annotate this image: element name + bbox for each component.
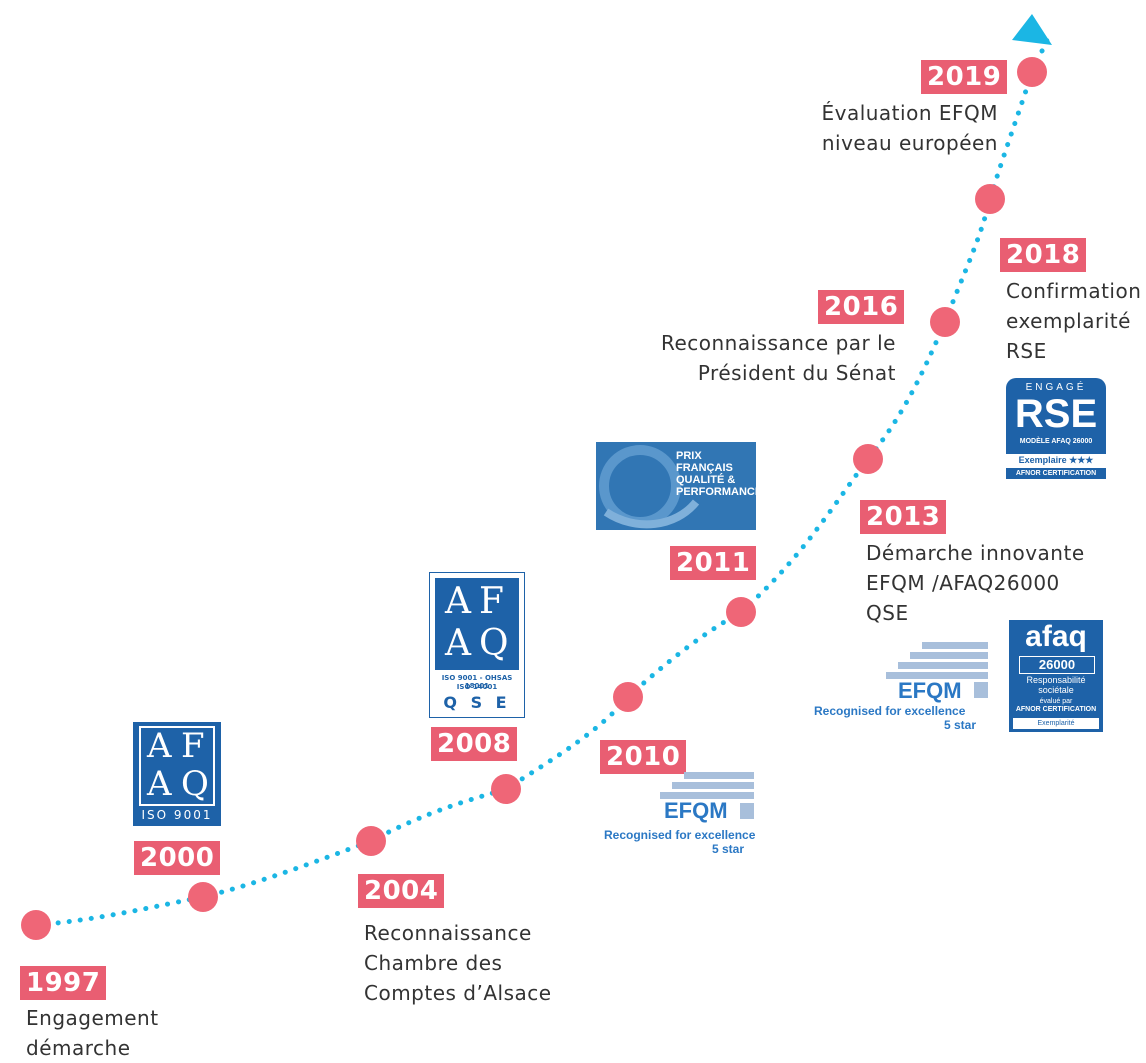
year-badge-2004: 2004 bbox=[358, 874, 445, 908]
milestone-text-2004: Reconnaissance Chambre des Comptes d’Als… bbox=[364, 918, 552, 1008]
afaq-letter: A bbox=[445, 623, 471, 664]
afaq-qse-block: A F A Q bbox=[435, 578, 519, 670]
prix-text: PRIX FRANÇAIS QUALITÉ & PERFORMANCE bbox=[676, 450, 756, 498]
afaq-letter: Q bbox=[479, 623, 509, 664]
year-badge-2013: 2013 bbox=[860, 500, 947, 534]
afaq-letter: A bbox=[147, 764, 172, 804]
efqm-tagline: Recognised for excellence bbox=[814, 704, 966, 718]
milestone-line: Reconnaissance par le bbox=[660, 331, 896, 355]
milestone-line: niveau européen bbox=[821, 131, 998, 155]
milestone-dot-2008 bbox=[491, 774, 521, 804]
afaq-qse-standards: ISO 9001 - OHSAS 18001 bbox=[441, 674, 513, 690]
milestone-line: RSE bbox=[1006, 339, 1047, 363]
rse-exemplaire: Exemplaire ★★★ bbox=[1018, 455, 1094, 465]
year-badge-2010: 2010 bbox=[600, 740, 687, 774]
milestone-dot-2004 bbox=[356, 826, 386, 856]
year-badge-2011: 2011 bbox=[670, 546, 757, 580]
milestone-line: Chambre des bbox=[364, 951, 503, 975]
efqm-tagline: Recognised for excellence bbox=[604, 828, 756, 842]
milestone-line: Président du Sénat bbox=[697, 361, 896, 385]
rse-top: ENGAGÉ bbox=[1025, 382, 1087, 393]
afaq-line: évalué par bbox=[1039, 698, 1073, 705]
milestone-dot-2000 bbox=[188, 882, 218, 912]
milestone-dot-2019 bbox=[1017, 57, 1047, 87]
engage-rse-logo: ENGAGÉ RSE MODÈLE AFAQ 26000 Exemplaire … bbox=[1006, 378, 1106, 480]
afaq-exemplarite: Exemplarité bbox=[1013, 718, 1099, 729]
milestone-line: démarche bbox=[26, 1036, 131, 1060]
afaq-qse-standards: ISO 14001 bbox=[456, 683, 498, 691]
efqm-stars: 5 star bbox=[712, 842, 745, 856]
milestone-line: Reconnaissance bbox=[364, 921, 532, 945]
milestone-dot-2018 bbox=[975, 184, 1005, 214]
timeline-arrow-head bbox=[1012, 14, 1052, 45]
prix-line: PRIX bbox=[676, 450, 702, 462]
afaq-caption: ISO 9001 bbox=[141, 808, 213, 822]
prix-line: PERFORMANCE bbox=[676, 486, 756, 498]
milestone-text-1997: Engagement démarche bbox=[26, 1003, 159, 1063]
milestone-text-2018: Confirmation exemplarité RSE bbox=[1006, 276, 1141, 366]
year-badge-2018: 2018 bbox=[1000, 238, 1087, 272]
afaq-brand: afaq bbox=[1025, 620, 1087, 653]
milestone-dot-2011 bbox=[726, 597, 756, 627]
afaq-line: Responsabilité bbox=[1026, 675, 1086, 685]
afaq-letter: A bbox=[445, 581, 471, 622]
year-badge-2019: 2019 bbox=[921, 60, 1008, 94]
milestone-line: Démarche innovante bbox=[866, 541, 1085, 565]
year-badge-2008: 2008 bbox=[431, 727, 518, 761]
milestone-line: QSE bbox=[866, 601, 909, 625]
afaq-frame: A F A Q bbox=[139, 726, 215, 806]
efqm-square bbox=[740, 803, 754, 819]
afaq-line: AFNOR CERTIFICATION bbox=[1015, 706, 1097, 713]
milestone-dot-2016 bbox=[930, 307, 960, 337]
afaq-line: sociétale bbox=[1038, 685, 1074, 695]
afaq-iso-9001-logo: A F A Q ISO 9001 bbox=[133, 722, 221, 826]
milestone-dot-2010 bbox=[613, 682, 643, 712]
milestone-dot-1997 bbox=[21, 910, 51, 940]
milestone-text-2016: Reconnaissance par le Président du Sénat bbox=[600, 328, 896, 388]
year-badge-1997: 1997 bbox=[20, 966, 107, 1000]
milestone-line: Évaluation EFQM bbox=[821, 101, 998, 125]
afaq-26000-logo: afaq 26000 Responsabilité sociétale éval… bbox=[1009, 620, 1103, 732]
milestone-line: Comptes d’Alsace bbox=[364, 981, 552, 1005]
prix-swirl-icon bbox=[599, 445, 700, 529]
milestone-line: Engagement bbox=[26, 1006, 159, 1030]
efqm-stars: 5 star bbox=[944, 718, 977, 732]
year-badge-2000: 2000 bbox=[134, 841, 221, 875]
efqm-logo-2013: EFQM Recognised for excellence 5 star bbox=[812, 642, 992, 734]
prix-line: FRANÇAIS bbox=[676, 462, 733, 474]
milestone-line: EFQM /AFAQ26000 bbox=[866, 571, 1060, 595]
afaq-qse-logo: A F A Q ISO 9001 - OHSAS 18001 ISO 14001… bbox=[429, 572, 525, 718]
rse-model: MODÈLE AFAQ 26000 bbox=[1019, 438, 1093, 445]
milestone-text-2019: Évaluation EFQM niveau européen bbox=[720, 98, 998, 158]
rse-afnor: AFNOR CERTIFICATION bbox=[1006, 468, 1106, 479]
year-badge-2016: 2016 bbox=[818, 290, 905, 324]
afaq-qse-caption: Q S E bbox=[443, 693, 511, 712]
afaq-letter: Q bbox=[181, 764, 209, 804]
afaq-letter: A bbox=[147, 726, 172, 766]
rse-big: RSE bbox=[1014, 392, 1098, 436]
efqm-logo-2010: EFQM Recognised for excellence 5 star bbox=[604, 772, 756, 856]
milestone-line: Confirmation bbox=[1006, 279, 1142, 303]
milestone-line: exemplarité bbox=[1006, 309, 1131, 333]
milestone-dot-2013 bbox=[853, 444, 883, 474]
milestone-text-2013: Démarche innovante EFQM /AFAQ26000 QSE bbox=[866, 538, 1085, 628]
efqm-word: EFQM bbox=[664, 798, 728, 823]
afaq-letter: F bbox=[181, 726, 205, 766]
afaq-26000-number: 26000 bbox=[1019, 656, 1095, 674]
prix-line: QUALITÉ & bbox=[676, 474, 736, 486]
efqm-square bbox=[974, 682, 988, 698]
efqm-word: EFQM bbox=[898, 678, 962, 703]
afaq-letter: F bbox=[479, 581, 504, 622]
rse-block: ENGAGÉ RSE MODÈLE AFAQ 26000 bbox=[1006, 378, 1106, 454]
prix-francais-qualite-logo: PRIX FRANÇAIS QUALITÉ & PERFORMANCE bbox=[596, 442, 756, 530]
